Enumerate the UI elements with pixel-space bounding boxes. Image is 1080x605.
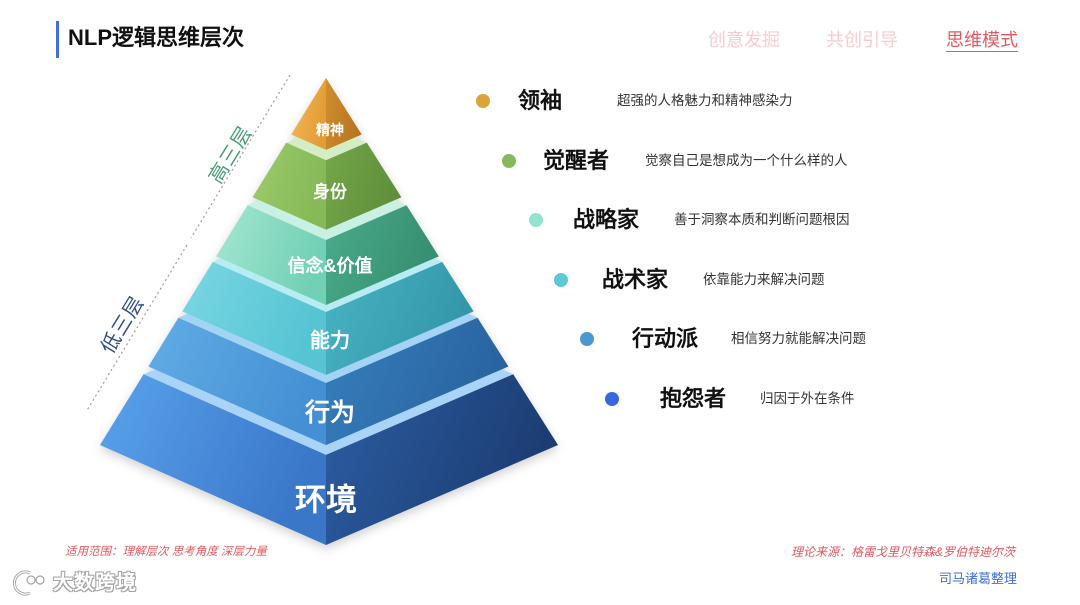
watermark-text: 大数跨境 xyxy=(53,571,137,595)
role-name: 抱怨者 xyxy=(660,384,726,414)
pyramid-label-spirit: 精神 xyxy=(316,122,344,138)
nav-tab-thinking-mode[interactable]: 思维模式 xyxy=(946,29,1018,52)
role-dot xyxy=(580,332,594,346)
role-description: 归因于外在条件 xyxy=(760,384,855,414)
role-item: 领袖 超强的人格魅力和精神感染力 xyxy=(0,86,1080,116)
logo-icon xyxy=(10,569,50,597)
role-item: 行动派 相信努力就能解决问题 xyxy=(0,324,1080,354)
role-description: 超强的人格魅力和精神感染力 xyxy=(617,86,793,116)
page-title: NLP逻辑思维层次 xyxy=(68,25,244,51)
watermark: 大数跨境 xyxy=(10,569,137,597)
role-description: 善于洞察本质和判断问题根因 xyxy=(674,205,850,235)
role-name: 战略家 xyxy=(573,205,639,235)
nav-tab-creative-discovery[interactable]: 创意发掘 xyxy=(708,29,780,52)
role-dot xyxy=(502,154,516,168)
role-name: 领袖 xyxy=(518,86,562,116)
nav-tab-co-creation[interactable]: 共创引导 xyxy=(826,29,898,52)
role-description: 觉察自己是想成为一个什么样的人 xyxy=(645,146,848,176)
title-accent-bar xyxy=(56,21,59,58)
role-dot xyxy=(554,273,568,287)
role-item: 觉醒者 觉察自己是想成为一个什么样的人 xyxy=(0,146,1080,176)
role-name: 觉醒者 xyxy=(543,146,609,176)
role-name: 行动派 xyxy=(632,324,698,354)
credit-note: 司马诸葛整理 xyxy=(939,571,1017,587)
role-item: 战术家 依靠能力来解决问题 xyxy=(0,265,1080,295)
scope-note: 适用范围：理解层次 思考角度 深层力量 xyxy=(65,545,267,559)
role-name: 战术家 xyxy=(602,265,668,295)
role-item: 战略家 善于洞察本质和判断问题根因 xyxy=(0,205,1080,235)
pyramid-label-identity: 身份 xyxy=(313,182,348,202)
role-dot xyxy=(476,94,490,108)
pyramid-label-environment: 环境 xyxy=(295,483,357,518)
source-note: 理论来源：格雷戈里贝特森&罗伯特迪尔茨 xyxy=(791,545,1015,559)
role-dot xyxy=(605,392,619,406)
role-description: 依靠能力来解决问题 xyxy=(703,265,825,295)
role-item: 抱怨者 归因于外在条件 xyxy=(0,384,1080,414)
role-dot xyxy=(529,213,543,227)
pyramid-diagram: 精神 身份 信念&价值 能力 行为 环境 高三层 低三层 xyxy=(60,60,600,560)
role-description: 相信努力就能解决问题 xyxy=(731,324,866,354)
